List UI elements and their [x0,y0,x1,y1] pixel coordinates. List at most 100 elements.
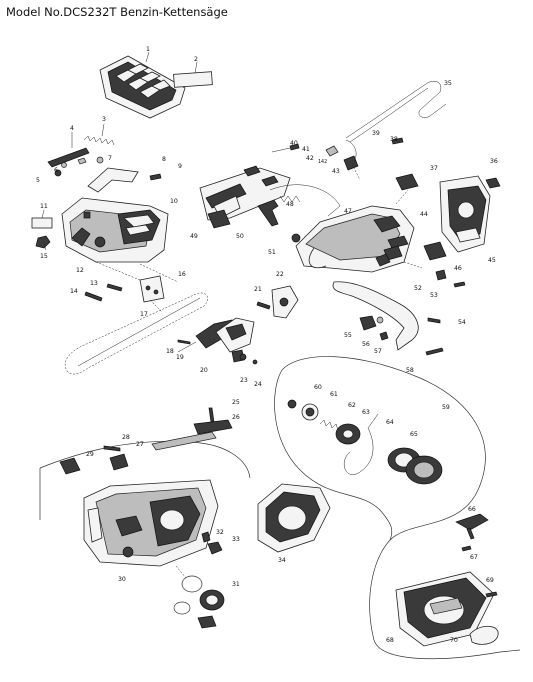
label-69: 69 [486,577,494,584]
label-36: 36 [490,158,498,165]
part-11-label [31,217,53,229]
part-62-spring [319,419,339,431]
part-50-lever [257,199,279,227]
label-25: 25 [232,399,240,406]
part-7-bracket [87,167,139,193]
part-54-screw [427,317,441,324]
label-51: 51 [268,249,276,256]
part-65-reel [387,447,443,485]
saw-chain [64,292,208,375]
part-15-cap [35,235,51,249]
part-67-screw [461,545,472,552]
label-2: 2 [194,56,198,63]
label-63: 63 [362,409,370,416]
label-37: 37 [430,165,438,172]
part-38-filter [391,137,404,145]
label-47: 47 [344,208,352,215]
part-46-grommet [423,241,447,261]
label-24: 24 [254,381,262,388]
part-25-screw [208,407,215,423]
part-31-gear [181,575,203,593]
label-10: 10 [170,198,178,205]
part-37-cap [395,173,419,191]
label-28: 28 [122,434,130,441]
label-61: 61 [330,391,338,398]
part-53-screw [453,281,466,288]
label-30: 30 [118,576,126,583]
part-33-cap [207,541,223,555]
label-19: 19 [176,354,184,361]
label-8: 8 [162,156,166,163]
part-59-starter-group-outline [281,356,521,660]
label-33: 33 [232,536,240,543]
label-26: 26 [232,414,240,421]
part-36-cap [485,177,501,189]
part-4-rod [47,147,90,168]
label-7: 7 [108,155,112,162]
part-49-switch [207,209,231,229]
page-title: Model No.DCS232T Benzin-Kettensäge [6,5,228,19]
label-45: 45 [488,257,496,264]
front-handle-bar [332,281,419,351]
label-142: 142 [318,159,327,165]
label-48: 48 [286,201,294,208]
part-30-crankcase [83,479,219,567]
part-51-bushing [291,233,301,243]
label-54: 54 [458,319,466,326]
label-29: 29 [86,451,94,458]
part-64-rope [343,427,374,475]
part-68-starter-housing [395,571,495,647]
label-39: 39 [372,130,380,137]
label-38: 38 [390,136,398,143]
part-10-engine-housing [61,197,169,263]
part-56-washer [376,316,384,324]
part-16-plate [139,275,165,303]
label-22: 22 [276,271,284,278]
part-35-fuel-line [345,81,447,139]
label-3: 3 [102,116,106,123]
part-47-rod [269,184,341,217]
label-62: 62 [348,402,356,409]
label-66: 66 [468,506,476,513]
part-34-clutch-cover [257,483,331,553]
label-65: 65 [410,431,418,438]
part-45-rear-cover [439,175,491,253]
label-70: 70 [450,637,458,644]
part-55-grommet [359,315,377,331]
label-20: 20 [200,367,208,374]
label-41: 41 [302,146,310,153]
label-27: 27 [136,441,144,448]
part-2-label [173,71,213,88]
part-13-screw [106,283,123,292]
label-17: 17 [140,311,148,318]
label-16: 16 [178,271,186,278]
label-14: 14 [70,288,78,295]
label-68: 68 [386,637,394,644]
part-32-bolt [201,531,211,543]
part-1-air-filter [99,55,186,119]
part-28-screw [103,445,121,452]
label-15: 15 [40,253,48,260]
label-1: 1 [146,46,150,53]
part-60-nut [287,399,297,409]
part-57-nut [379,331,389,341]
part-21-bolt [256,301,271,310]
part-52-bushing [435,269,447,281]
label-31: 31 [232,581,240,588]
label-4: 4 [70,125,74,132]
label-6: 6 [54,167,58,174]
label-57: 57 [374,348,382,355]
label-18: 18 [166,348,174,355]
part-29-damper [59,457,81,475]
part-29-mount [109,453,129,471]
label-40: 40 [290,140,298,147]
label-12: 12 [76,267,84,274]
label-59: 59 [442,404,450,411]
part-58-screw [425,347,444,356]
label-34: 34 [278,557,286,564]
label-64: 64 [386,419,394,426]
label-9: 9 [178,163,182,170]
part-number-labels: 1 2 3 4 5 6 7 8 9 10 11 12 13 14 15 16 1… [36,46,498,644]
label-23: 23 [240,377,248,384]
